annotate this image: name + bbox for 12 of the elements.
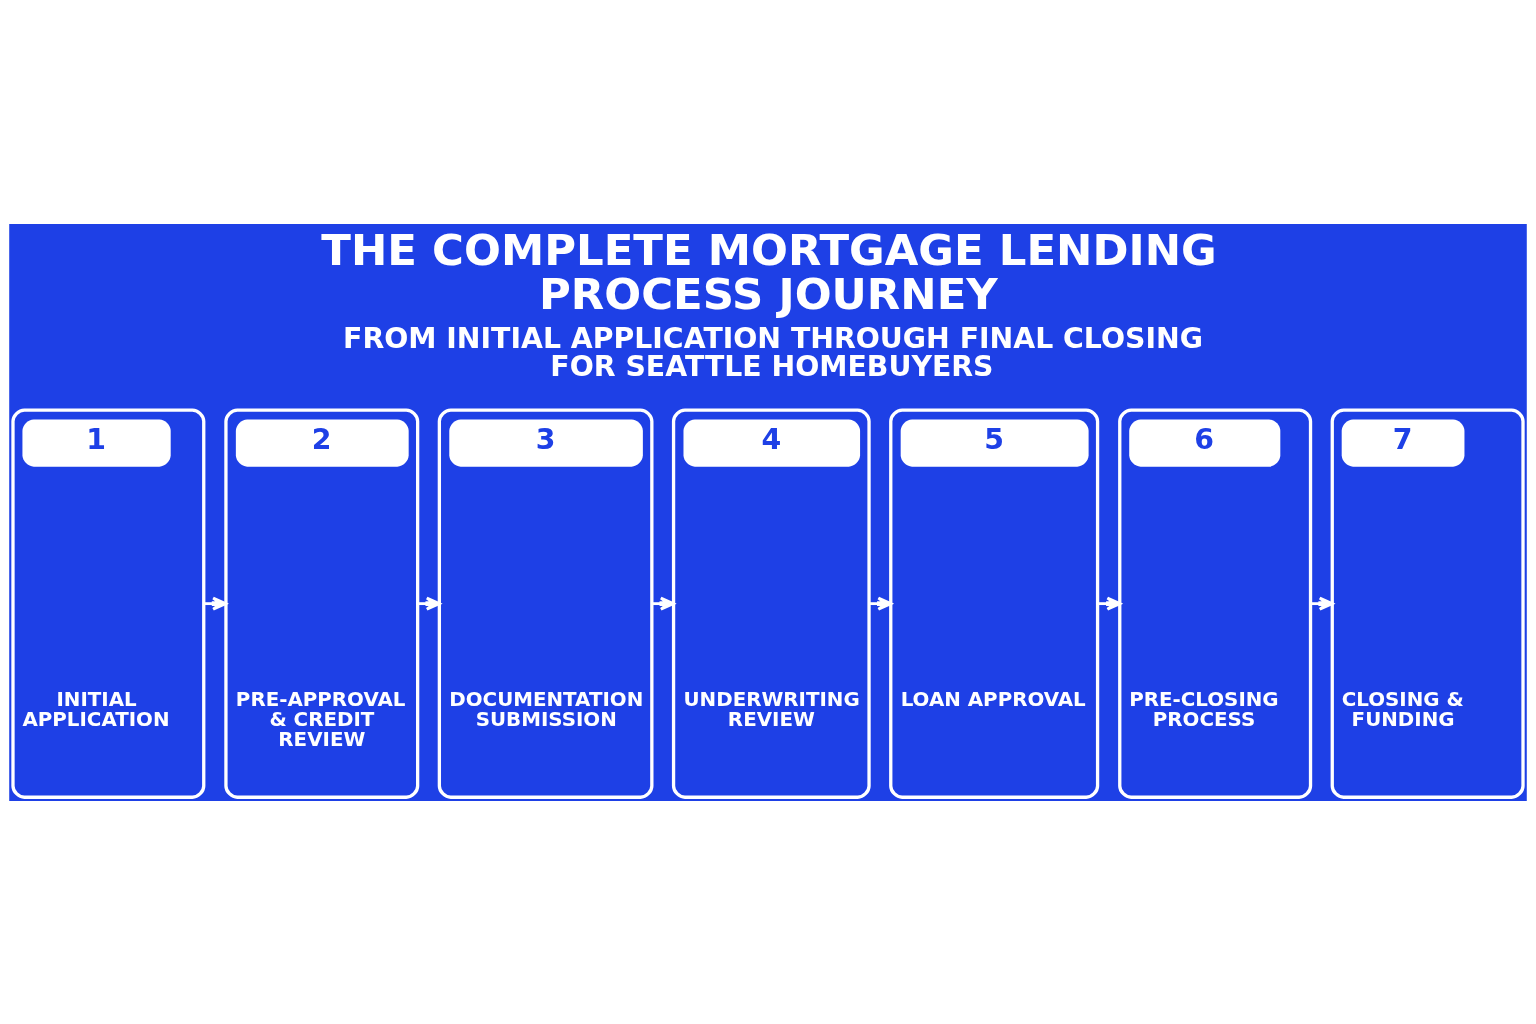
node-box: 3 DOCUMENTATION SUBMISSION	[437, 407, 654, 799]
arrow	[652, 596, 675, 611]
node-box: 4 UNDERWRITING REVIEW	[671, 407, 871, 799]
label: FROM INITIAL APPLICATION THROUGH FINAL CLOSING FOR SEATTLE HOMEBUYERS	[343, 321, 1203, 383]
node-box: 6 PRE-CLOSING PROCESS	[1118, 407, 1313, 799]
arrow	[203, 596, 227, 611]
node-box: 5 LOAN APPROVAL	[889, 407, 1100, 799]
diagram-title: THE COMPLETE MORTGAGE LENDING PROCESS JOURNEY	[321, 224, 1217, 319]
node-box: 2 PRE-APPROVAL & CREDIT REVIEW	[224, 407, 420, 799]
node-box: 1 INITIAL APPLICATION	[11, 407, 206, 799]
arrow	[869, 596, 893, 611]
node-box: 7 CLOSING & FUNDING	[1330, 407, 1525, 799]
